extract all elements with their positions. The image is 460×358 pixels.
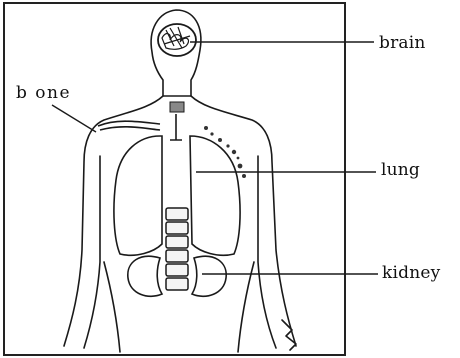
head-outline: [151, 10, 201, 96]
right-kidney: [192, 256, 226, 296]
right-lung: [190, 136, 240, 255]
collarbone-shape: [98, 121, 160, 130]
label-lung: lung: [381, 160, 420, 180]
torso-outline: [64, 96, 296, 346]
label-kidney: kidney: [382, 263, 440, 283]
leader-lines: [52, 42, 378, 274]
bone-leader-line: [52, 105, 96, 132]
label-brain: brain: [379, 33, 426, 53]
brain-shape: [158, 24, 196, 56]
label-bone: b one: [16, 83, 71, 103]
hand-outline: [282, 320, 296, 350]
spine-shape: [166, 208, 188, 290]
trachea: [170, 114, 182, 140]
left-lung: [114, 136, 162, 255]
thyroid-shape: [170, 102, 184, 112]
left-kidney: [128, 256, 162, 296]
